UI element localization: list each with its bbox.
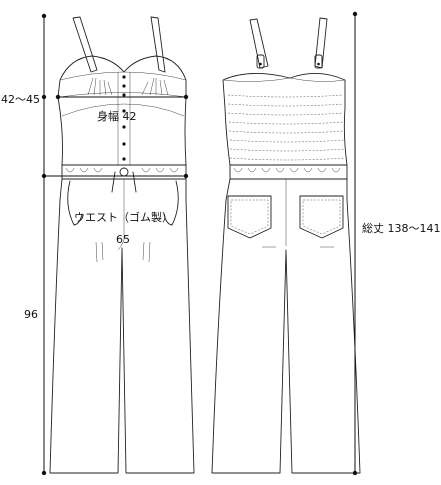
back-smocking <box>227 94 346 161</box>
front-waistband <box>61 164 187 180</box>
front-gathers <box>87 77 169 96</box>
back-right-strap <box>314 17 328 69</box>
waist-value-label: 65 <box>116 233 130 246</box>
back-view <box>211 17 361 474</box>
front-left-strap <box>72 16 98 73</box>
back-pants <box>211 178 361 474</box>
waist-label: ウエスト（ゴム製） <box>74 210 173 224</box>
back-bodice <box>222 73 348 166</box>
back-left-pocket <box>227 195 272 239</box>
inseam-label: 96 <box>24 308 38 321</box>
front-right-strap <box>150 16 166 73</box>
front-right-pocket <box>163 180 179 226</box>
dimension-lines <box>41 11 358 476</box>
front-pants <box>49 178 195 474</box>
total-length-label: 総丈 138～141 <box>362 221 441 235</box>
front-left-pocket <box>67 180 83 226</box>
back-right-pocket <box>299 195 344 239</box>
back-left-strap <box>249 18 269 69</box>
front-drawstring <box>111 171 137 193</box>
bust-depth-label: 42～45 <box>1 93 40 106</box>
front-buttons <box>122 75 126 161</box>
back-waistband <box>229 164 348 180</box>
body-width-label: 身幅 42 <box>97 109 137 123</box>
front-view <box>49 16 195 474</box>
